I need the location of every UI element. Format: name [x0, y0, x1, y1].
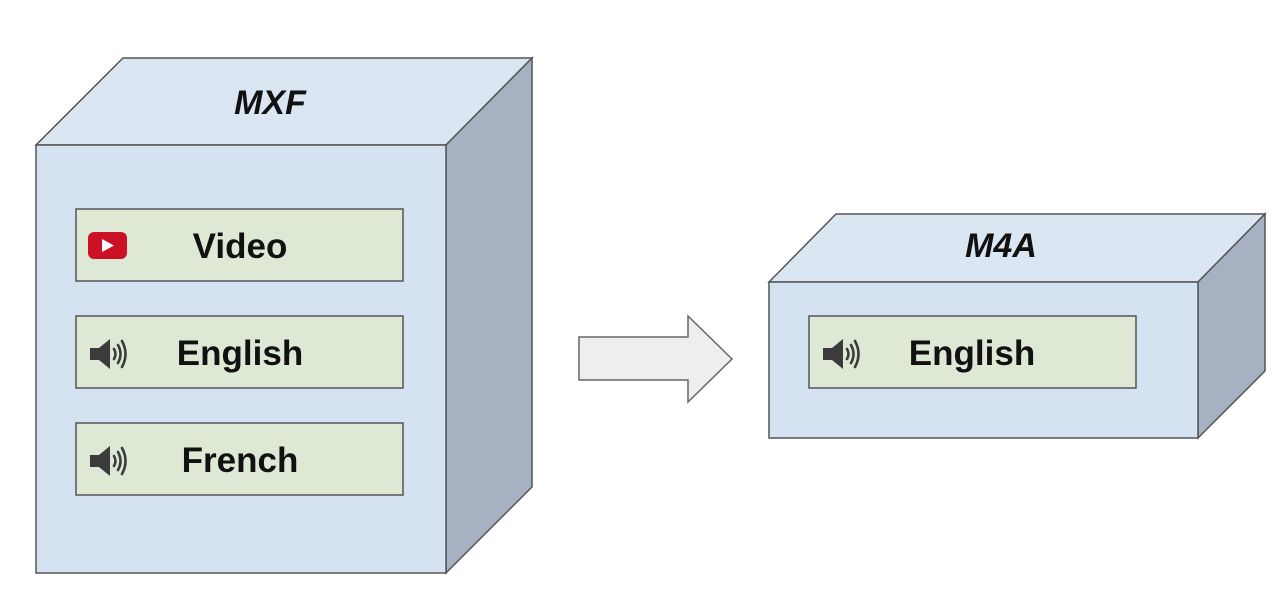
track-english-audio: English	[75, 315, 404, 389]
target-container-title: M4A	[965, 227, 1037, 265]
track-video: Video	[75, 208, 404, 282]
target-container: M4A English	[767, 212, 1267, 440]
track-french-audio: French	[75, 422, 404, 496]
track-label-video: Video	[193, 227, 288, 266]
source-container-title: MXF	[234, 84, 307, 122]
source-container: MXF Video English French	[34, 56, 534, 575]
source-container-side-face	[445, 56, 533, 575]
video-play-icon	[88, 232, 127, 259]
track-english-audio-output: English	[808, 315, 1137, 389]
track-label-french: French	[182, 441, 299, 480]
right-arrow-icon	[578, 314, 734, 404]
track-label-english-output: English	[909, 334, 1035, 373]
track-label-english: English	[177, 334, 303, 373]
